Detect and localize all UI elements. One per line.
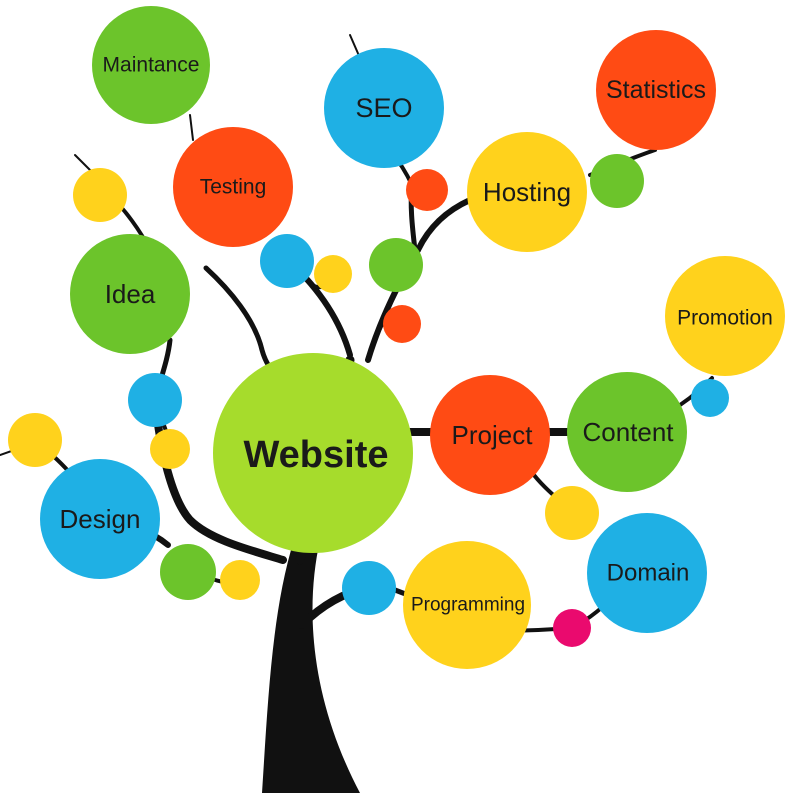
node-statistics: Statistics bbox=[596, 30, 716, 150]
small-dots bbox=[8, 154, 729, 647]
node-label: Promotion bbox=[677, 307, 773, 330]
node-label: Hosting bbox=[483, 177, 571, 207]
dot-pink bbox=[553, 609, 591, 647]
node-maintance: Maintance bbox=[92, 6, 210, 124]
dot-blue bbox=[342, 561, 396, 615]
node-label: Statistics bbox=[606, 76, 706, 104]
dot-orange bbox=[406, 169, 448, 211]
dot-orange bbox=[383, 305, 421, 343]
dot-yellow bbox=[73, 168, 127, 222]
node-label: Design bbox=[60, 504, 141, 534]
node-website: Website bbox=[213, 353, 413, 553]
node-label: SEO bbox=[355, 93, 412, 123]
node-programming: Programming bbox=[403, 541, 531, 669]
tree-trunk bbox=[262, 540, 360, 793]
node-testing: Testing bbox=[173, 127, 293, 247]
dot-green bbox=[590, 154, 644, 208]
dot-yellow bbox=[150, 429, 190, 469]
dot-yellow bbox=[220, 560, 260, 600]
node-label: Domain bbox=[607, 560, 690, 587]
node-design: Design bbox=[40, 459, 160, 579]
node-content: Content bbox=[567, 372, 687, 492]
node-label: Project bbox=[452, 420, 534, 450]
dot-yellow bbox=[545, 486, 599, 540]
dot-green bbox=[160, 544, 216, 600]
dot-yellow bbox=[314, 255, 352, 293]
node-label: Programming bbox=[411, 595, 525, 616]
node-label: Content bbox=[582, 417, 674, 447]
node-project: Project bbox=[430, 375, 550, 495]
node-label: Idea bbox=[105, 279, 156, 309]
node-seo: SEO bbox=[324, 48, 444, 168]
node-idea: Idea bbox=[70, 234, 190, 354]
dot-green bbox=[369, 238, 423, 292]
node-promotion: Promotion bbox=[665, 256, 785, 376]
dot-yellow bbox=[8, 413, 62, 467]
dot-blue bbox=[691, 379, 729, 417]
dot-blue bbox=[260, 234, 314, 288]
node-hosting: Hosting bbox=[467, 132, 587, 252]
node-label: Maintance bbox=[103, 54, 200, 77]
node-domain: Domain bbox=[587, 513, 707, 633]
dot-blue bbox=[128, 373, 182, 427]
diagram-center-label: Website bbox=[243, 434, 388, 476]
node-label: Testing bbox=[200, 176, 267, 199]
